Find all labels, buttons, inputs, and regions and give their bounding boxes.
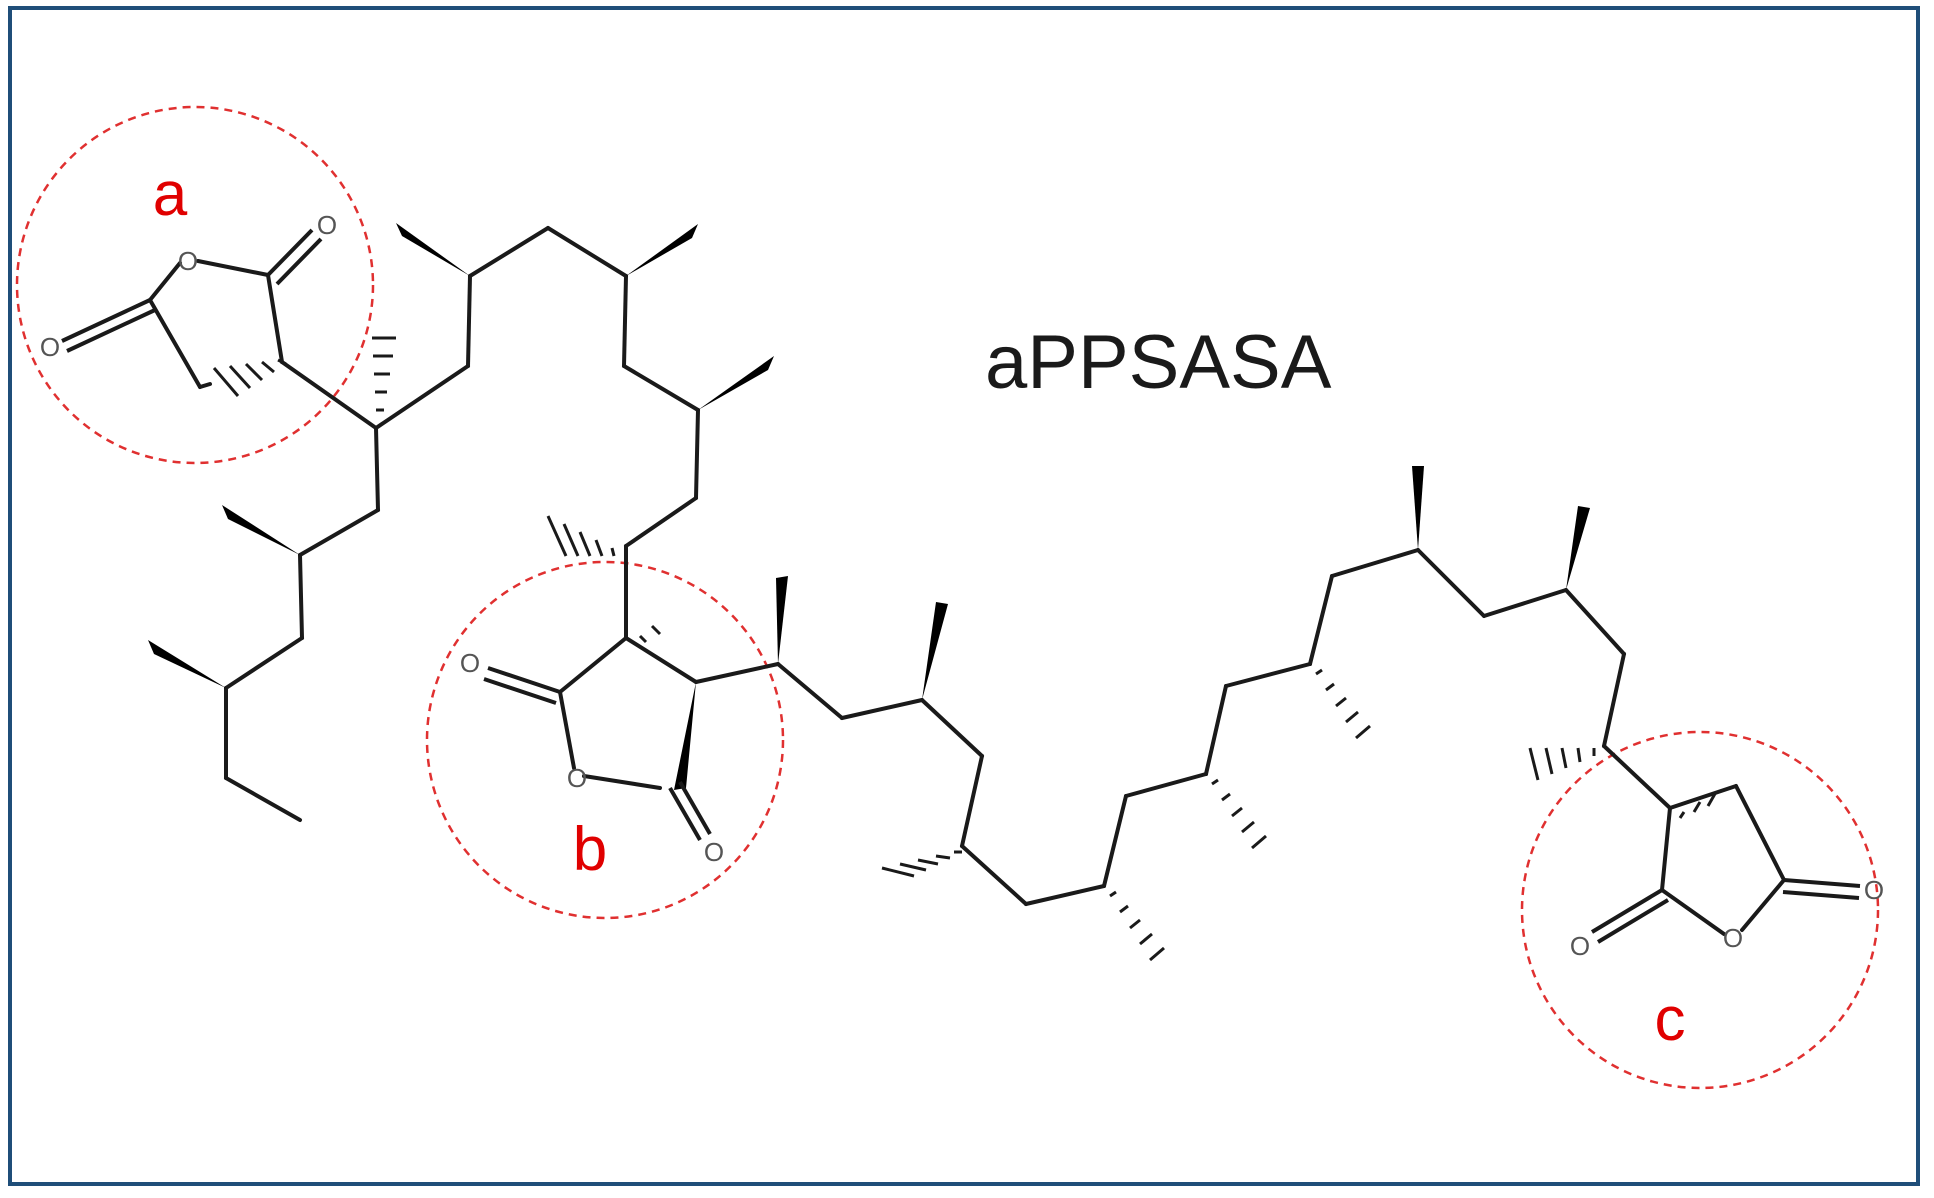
oxygen-atom-a-ring: O [178, 246, 198, 276]
anhydride-ring-b [483, 515, 712, 841]
oxygen-atom-c-carbonyl-1: O [1864, 875, 1884, 905]
anhydride-ring-c [1590, 744, 1861, 944]
chain-backbone [694, 466, 1626, 962]
region-a-label: a [153, 160, 188, 229]
region-c-circle [1520, 730, 1880, 1090]
anhydride-ring-a [61, 228, 323, 397]
oxygen-atom-c-ring: O [1723, 923, 1743, 953]
figure-frame [8, 6, 1920, 1186]
region-b-label: b [573, 815, 607, 884]
oxygen-atom-b-ring: O [567, 763, 587, 793]
oxygen-atom-b-carbonyl-2: O [704, 837, 724, 867]
region-a-circle [15, 105, 375, 465]
oxygen-atom-a-carbonyl-2: O [40, 332, 60, 362]
oxygen-atom-b-carbonyl-1: O [460, 648, 480, 678]
oxygen-atom-c-carbonyl-2: O [1570, 931, 1590, 961]
region-b-circle [425, 560, 785, 920]
region-c-label: c [1655, 985, 1686, 1054]
oxygen-atom-a-carbonyl-1: O [317, 210, 337, 240]
molecule-name: aPPSASA [985, 320, 1332, 405]
chain-upper-left [148, 223, 774, 822]
